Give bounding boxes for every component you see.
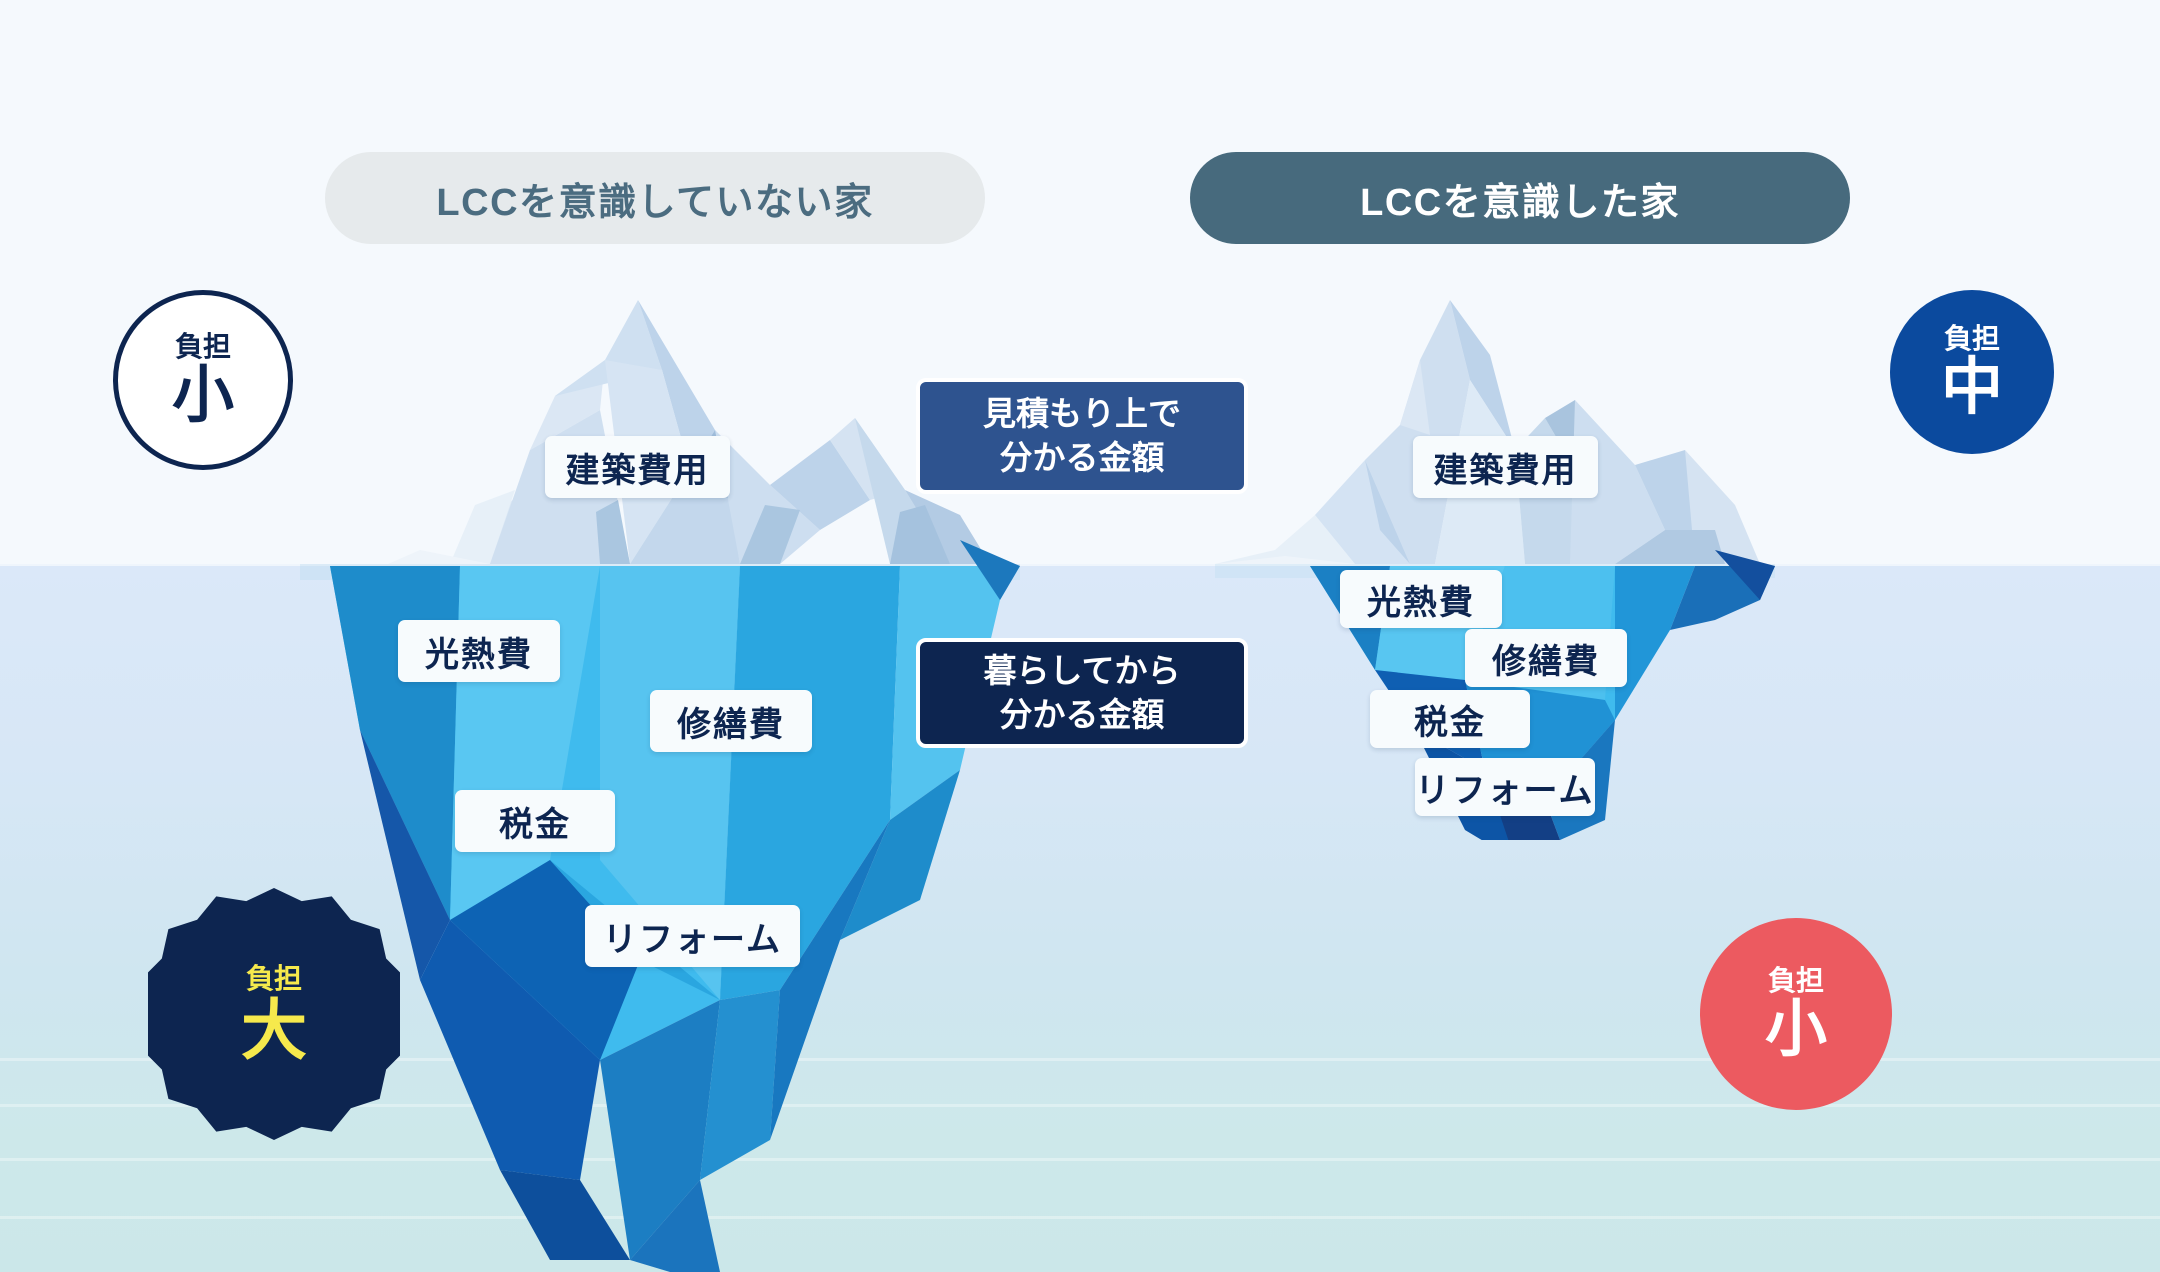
cost-label[interactable]: 建築費用 [1413,436,1598,498]
cost-label[interactable]: 税金 [455,790,615,852]
badge-value: 小 [171,361,234,430]
badge-caption: 負担 [1767,965,1824,996]
waterline [0,564,2160,566]
cost-label[interactable]: リフォーム [585,905,800,967]
sea-band [0,1058,2160,1061]
callout-above-water[interactable]: 見積もり上で 分かる金額 [916,378,1248,494]
badge-burden-bottom-left: 負担 大 [148,888,400,1140]
badge-value: 大 [241,993,307,1067]
badge-caption: 負担 [174,331,231,362]
badge-burden-top-left: 負担 小 [113,290,293,470]
sea-band [0,1104,2160,1107]
cost-label[interactable]: 税金 [1370,690,1530,748]
cost-label[interactable]: リフォーム [1415,758,1595,816]
badge-caption: 負担 [1943,323,2000,354]
badge-burden-top-right: 負担 中 [1890,290,2054,454]
callout-below-water-line2: 分かる金額 [999,696,1165,733]
badge-caption: 負担 [245,963,302,994]
header-pill-left[interactable]: LCCを意識していない家 [325,152,985,244]
cost-label[interactable]: 修繕費 [650,690,812,752]
callout-above-water-line2: 分かる金額 [999,439,1165,476]
cost-label[interactable]: 光熱費 [1340,570,1502,628]
cost-label[interactable]: 修繕費 [1465,629,1627,687]
callout-below-water[interactable]: 暮らしてから 分かる金額 [916,638,1248,748]
badge-value: 中 [1940,353,2003,422]
cost-label[interactable]: 建築費用 [545,436,730,498]
header-pill-right[interactable]: LCCを意識した家 [1190,152,1850,244]
cost-label[interactable]: 光熱費 [398,620,560,682]
header-pill-left-label: LCCを意識していない家 [436,181,874,224]
header-pill-right-label: LCCを意識した家 [1360,181,1680,224]
badge-burden-bottom-right: 負担 小 [1700,918,1892,1110]
callout-below-water-line1: 暮らしてから [983,652,1181,690]
iceberg-left-above-water [388,300,990,564]
callout-above-water-line1: 見積もり上で [983,395,1181,433]
iceberg-right-above-water [1215,300,1760,564]
sea-band [0,1216,2160,1219]
badge-value: 小 [1764,995,1827,1064]
sea-band [0,1158,2160,1161]
